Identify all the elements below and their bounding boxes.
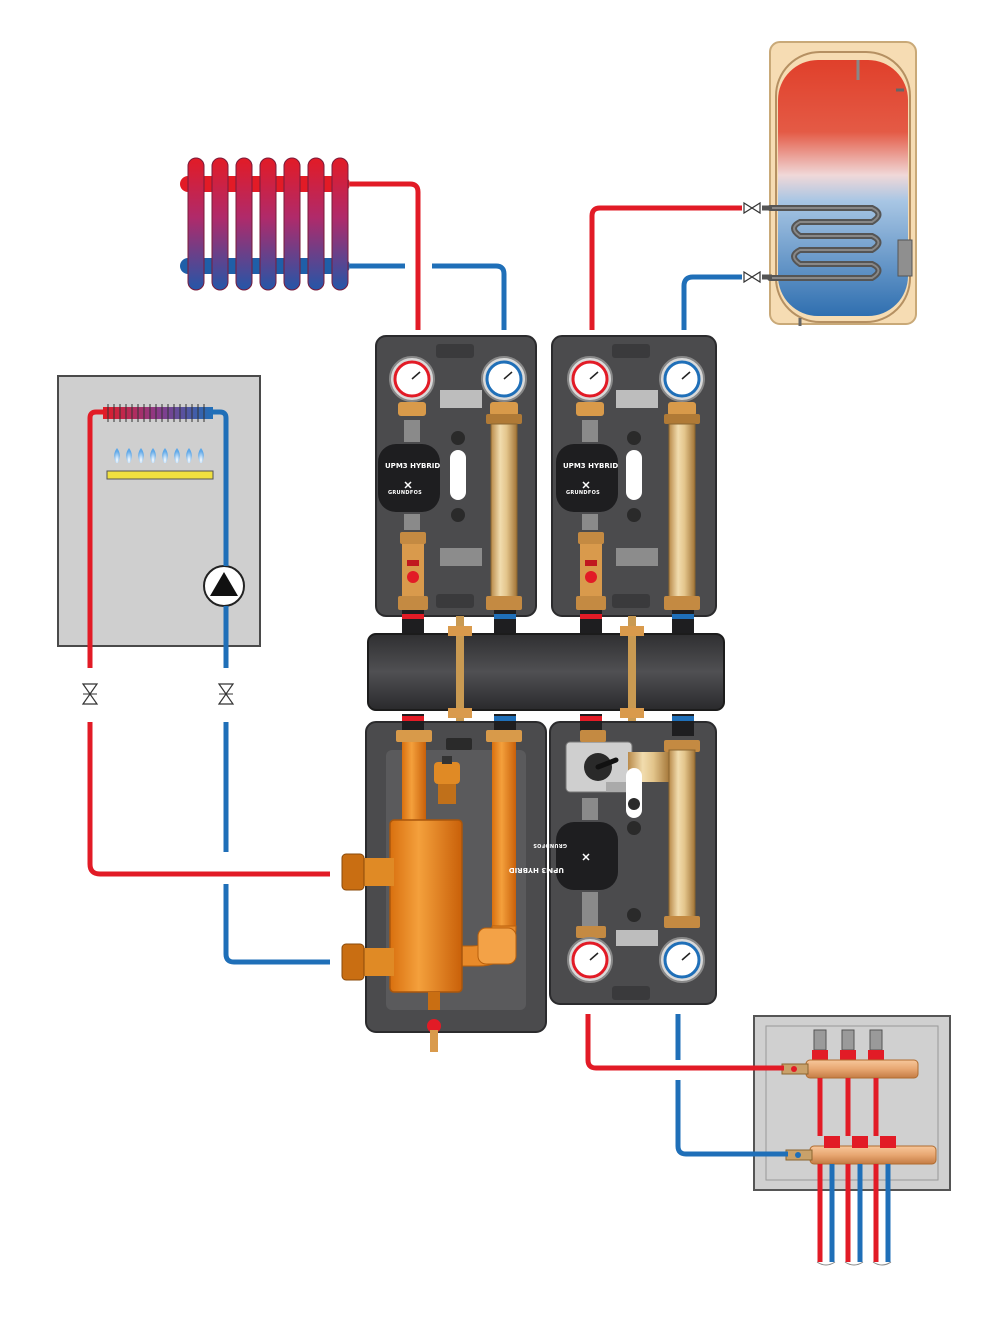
manifold-supply-pipes — [585, 1014, 788, 1157]
underfloor-manifold — [753, 1015, 951, 1191]
hot-water-tank — [767, 41, 917, 326]
boiler-heat-exchanger — [103, 404, 213, 422]
boiler-valves — [81, 683, 235, 705]
hydraulic-separator-group — [341, 714, 547, 1052]
separator-inlet — [341, 853, 394, 891]
pump-brand: GRUNDFOS — [533, 842, 567, 848]
return-thermometer-icon — [481, 356, 527, 402]
underfloor-loop-pipes — [817, 1164, 891, 1262]
mixing-valve-actuator — [565, 741, 633, 793]
boiler-pipes — [87, 409, 330, 965]
flow-meter-icon — [812, 1029, 884, 1062]
pump-label: UPM3 HYBRID — [509, 866, 564, 874]
pump-group-lower-right: UPM3 HYBRID GRUNDFOS — [509, 714, 717, 1005]
supply-thermometer-icon — [567, 356, 613, 402]
pump-upm3-hybrid: UPM3 HYBRID GRUNDFOS — [509, 798, 618, 928]
pump-label: UPM3 HYBRID — [563, 462, 618, 470]
supply-thermometer-icon — [567, 937, 613, 983]
radiator-fins — [187, 157, 349, 291]
burner-flame-icon — [114, 448, 204, 463]
pump-upm3-hybrid: UPM3 HYBRID GRUNDFOS — [378, 420, 440, 530]
separator-outlet — [341, 943, 394, 981]
pipe-ends — [816, 1261, 892, 1266]
grundfos-logo-icon — [582, 481, 590, 489]
ball-valve-icon — [400, 532, 426, 596]
grundfos-logo-icon — [582, 853, 590, 861]
pump-group-upper-left: UPM3 HYBRID GRUNDFOS — [375, 335, 537, 636]
tank-valves — [743, 201, 761, 284]
radiator-pipes — [350, 181, 507, 330]
pump-group-upper-right: UPM3 HYBRID GRUNDFOS — [551, 335, 717, 636]
grundfos-logo-icon — [404, 481, 412, 489]
supply-thermometer-icon — [389, 356, 435, 402]
pump-label: UPM3 HYBRID — [385, 462, 440, 470]
pump-brand: GRUNDFOS — [388, 490, 422, 496]
valve-icon — [217, 683, 235, 705]
tank-pipes — [589, 205, 772, 330]
drain-valve-icon — [427, 992, 441, 1052]
return-thermometer-icon — [659, 356, 705, 402]
valve-icon — [81, 683, 99, 705]
return-thermometer-icon — [659, 937, 705, 983]
valve-icon — [743, 270, 761, 284]
boiler-pump-icon — [203, 565, 245, 607]
valve-icon — [743, 201, 761, 215]
pump-upm3-hybrid: UPM3 HYBRID GRUNDFOS — [556, 420, 618, 530]
air-vent-icon — [434, 756, 460, 804]
radiator — [180, 157, 350, 291]
pump-brand: GRUNDFOS — [566, 490, 600, 496]
distribution-header — [367, 616, 725, 728]
ball-valve-icon — [578, 532, 604, 596]
